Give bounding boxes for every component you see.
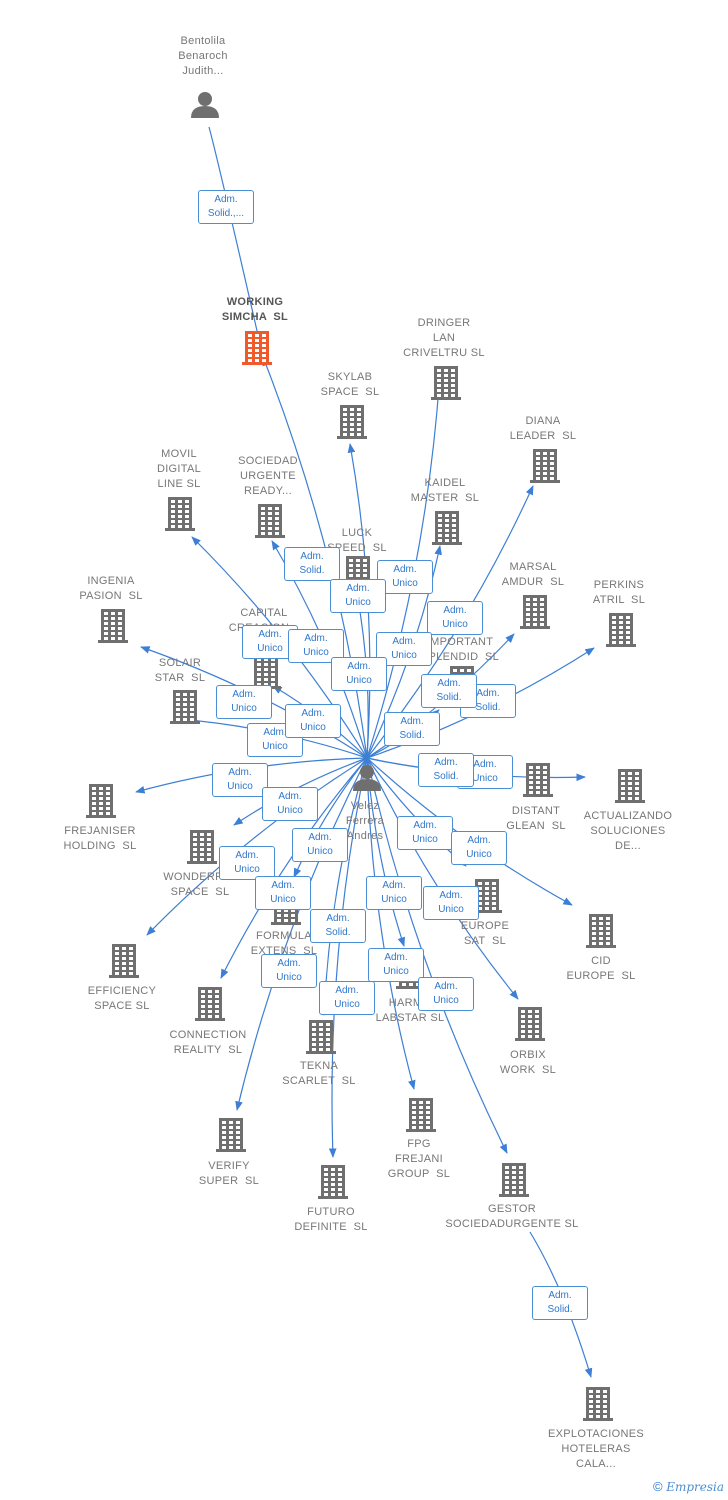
node-label-ingenia[interactable]: INGENIA PASION SL xyxy=(79,575,143,602)
edge-velez-to-fpg xyxy=(366,757,416,1090)
building-icon[interactable] xyxy=(255,504,285,538)
person-icon[interactable] xyxy=(191,92,219,118)
node-label-kaidel[interactable]: KAIDEL MASTER SL xyxy=(410,477,480,504)
person-icon[interactable] xyxy=(353,765,381,791)
building-icon[interactable] xyxy=(530,449,560,483)
building-icon[interactable] xyxy=(98,609,128,643)
role-badge-harmo[interactable]: Adm. Unico xyxy=(255,876,311,910)
node-label-bentolila[interactable]: Bentolila Benaroch Judith... xyxy=(178,35,228,77)
node-label-perkins[interactable]: PERKINS ATRIL SL xyxy=(592,579,646,606)
role-badge-working[interactable]: Adm. Solid. xyxy=(284,547,340,581)
role-badge-explotaciones[interactable]: Adm. Solid. xyxy=(532,1286,588,1320)
building-icon[interactable] xyxy=(523,763,553,797)
node-label-diana[interactable]: DIANA LEADER SL xyxy=(509,415,577,442)
node-label-efficiency[interactable]: EFFICIENCY SPACE SL xyxy=(87,985,157,1012)
role-badge-efficiency[interactable]: Adm. Unico xyxy=(219,846,275,880)
building-icon[interactable] xyxy=(170,690,200,724)
role-badge-cid[interactable]: Adm. Unico xyxy=(451,831,507,865)
role-badge-europe[interactable]: Adm. Unico xyxy=(397,816,453,850)
building-icon[interactable] xyxy=(86,784,116,818)
edge-velez-to-gestor xyxy=(366,757,508,1154)
role-badge-luck[interactable]: Adm. Unico xyxy=(216,685,272,719)
node-label-gestor[interactable]: GESTOR SOCIEDADURGENTE SL xyxy=(445,1203,579,1230)
role-badge-ingenia[interactable]: Adm. Unico xyxy=(331,657,387,691)
building-icon[interactable] xyxy=(251,655,281,689)
copyright-symbol: © xyxy=(652,1479,663,1494)
building-icon[interactable] xyxy=(109,944,139,978)
role-badge-solair[interactable]: Adm. Solid. xyxy=(384,712,440,746)
role-badge-gestor[interactable]: Adm. Unico xyxy=(418,977,474,1011)
role-badge-formula[interactable]: Adm. Unico xyxy=(292,828,348,862)
role-badge-verify[interactable]: Adm. Unico xyxy=(368,948,424,982)
node-label-verify[interactable]: VERIFY SUPER SL xyxy=(198,1160,260,1187)
node-label-distant[interactable]: DISTANT GLEAN SL xyxy=(506,805,566,832)
edge-velez-to-verify xyxy=(235,757,368,1111)
node-label-important[interactable]: IMPORTANT SPLENDID SL xyxy=(420,636,500,663)
node-label-frejaniser[interactable]: FREJANISER HOLDING SL xyxy=(63,825,137,852)
node-label-sociedad[interactable]: SOCIEDAD URGENTE READY... xyxy=(238,455,298,497)
role-badge-fpg[interactable]: Adm. Unico xyxy=(261,954,317,988)
node-label-actualizando[interactable]: ACTUALIZANDO SOLUCIONES DE... xyxy=(583,810,673,852)
building-icon[interactable] xyxy=(187,830,217,864)
role-badge-distant[interactable]: Adm. Unico xyxy=(212,763,268,797)
node-label-tekna[interactable]: TEKNA SCARLET SL xyxy=(282,1060,356,1087)
building-icon[interactable] xyxy=(520,595,550,629)
role-badge-tekna[interactable]: Adm. Solid. xyxy=(310,909,366,943)
building-icon[interactable] xyxy=(216,1118,246,1152)
building-icon[interactable] xyxy=(337,405,367,439)
role-badge-wonderful[interactable]: Adm. Solid. xyxy=(418,753,474,787)
node-label-orbix[interactable]: ORBIX WORK SL xyxy=(499,1049,557,1076)
footer-brand[interactable]: © Empresia xyxy=(653,1479,724,1494)
building-icon[interactable] xyxy=(165,497,195,531)
role-badge-working[interactable]: Adm. Solid.,... xyxy=(198,190,254,224)
building-icon[interactable] xyxy=(318,1165,348,1199)
node-label-velez[interactable]: Velez Ferrera Andres xyxy=(345,800,385,842)
node-label-connection[interactable]: CONNECTION REALITY SL xyxy=(169,1029,247,1056)
building-icon[interactable] xyxy=(432,511,462,545)
edge-velez-to-futuro xyxy=(328,757,368,1158)
role-badge-connection[interactable]: Adm. Unico xyxy=(366,876,422,910)
node-label-fpg[interactable]: FPG FREJANI GROUP SL xyxy=(387,1138,451,1180)
role-badge-skylab[interactable]: Adm. Unico xyxy=(330,579,386,613)
node-label-skylab[interactable]: SKYLAB SPACE SL xyxy=(320,371,380,398)
node-label-futuro[interactable]: FUTURO DEFINITE SL xyxy=(294,1206,368,1233)
edge-velez-to-connection xyxy=(220,757,368,979)
building-icon[interactable] xyxy=(195,987,225,1021)
node-label-marsal[interactable]: MARSAL AMDUR SL xyxy=(501,561,565,588)
node-label-explotaciones[interactable]: EXPLOTACIONES HOTELERAS CALA... xyxy=(548,1428,644,1470)
node-label-working[interactable]: WORKING SIMCHA SL xyxy=(221,296,289,323)
node-label-cid[interactable]: CID EUROPE SL xyxy=(566,955,636,982)
node-label-europe[interactable]: EUROPE SAT SL xyxy=(460,920,510,947)
building-icon[interactable] xyxy=(431,366,461,400)
brand-name: Empresia xyxy=(666,1480,724,1494)
role-badge-diana[interactable]: Adm. Unico xyxy=(427,601,483,635)
edge-velez-to-formula xyxy=(293,757,368,878)
building-icon[interactable] xyxy=(472,879,502,913)
building-icon[interactable] xyxy=(306,1020,336,1054)
role-badge-orbix[interactable]: Adm. Unico xyxy=(423,886,479,920)
edge-velez-to-orbix xyxy=(366,757,519,1000)
node-label-harmo[interactable]: HARMO LABSTAR SL xyxy=(375,997,445,1024)
building-icon[interactable] xyxy=(242,331,272,365)
building-icon[interactable] xyxy=(406,1098,436,1132)
role-badge-dringer[interactable]: Adm. Unico xyxy=(377,560,433,594)
node-label-dringer[interactable]: DRINGER LAN CRIVELTRU SL xyxy=(403,317,485,359)
node-label-movil[interactable]: MOVIL DIGITAL LINE SL xyxy=(156,448,202,490)
building-icon[interactable] xyxy=(606,613,636,647)
node-label-wonderful[interactable]: WONDERFUL SPACE SL xyxy=(163,871,237,898)
role-badge-important[interactable]: Adm. Unico xyxy=(285,704,341,738)
building-icon[interactable] xyxy=(515,1007,545,1041)
building-icon[interactable] xyxy=(586,914,616,948)
role-badge-kaidel[interactable]: Adm. Unico xyxy=(376,632,432,666)
role-badge-perkins[interactable]: Adm. Solid. xyxy=(421,674,477,708)
node-label-solair[interactable]: SOLAIR STAR SL xyxy=(154,657,206,684)
edge-velez-to-efficiency xyxy=(146,757,368,936)
building-icon[interactable] xyxy=(583,1387,613,1421)
role-badge-frejaniser[interactable]: Adm. Unico xyxy=(262,787,318,821)
building-icon[interactable] xyxy=(499,1163,529,1197)
building-icon[interactable] xyxy=(615,769,645,803)
role-badge-futuro[interactable]: Adm. Unico xyxy=(319,981,375,1015)
